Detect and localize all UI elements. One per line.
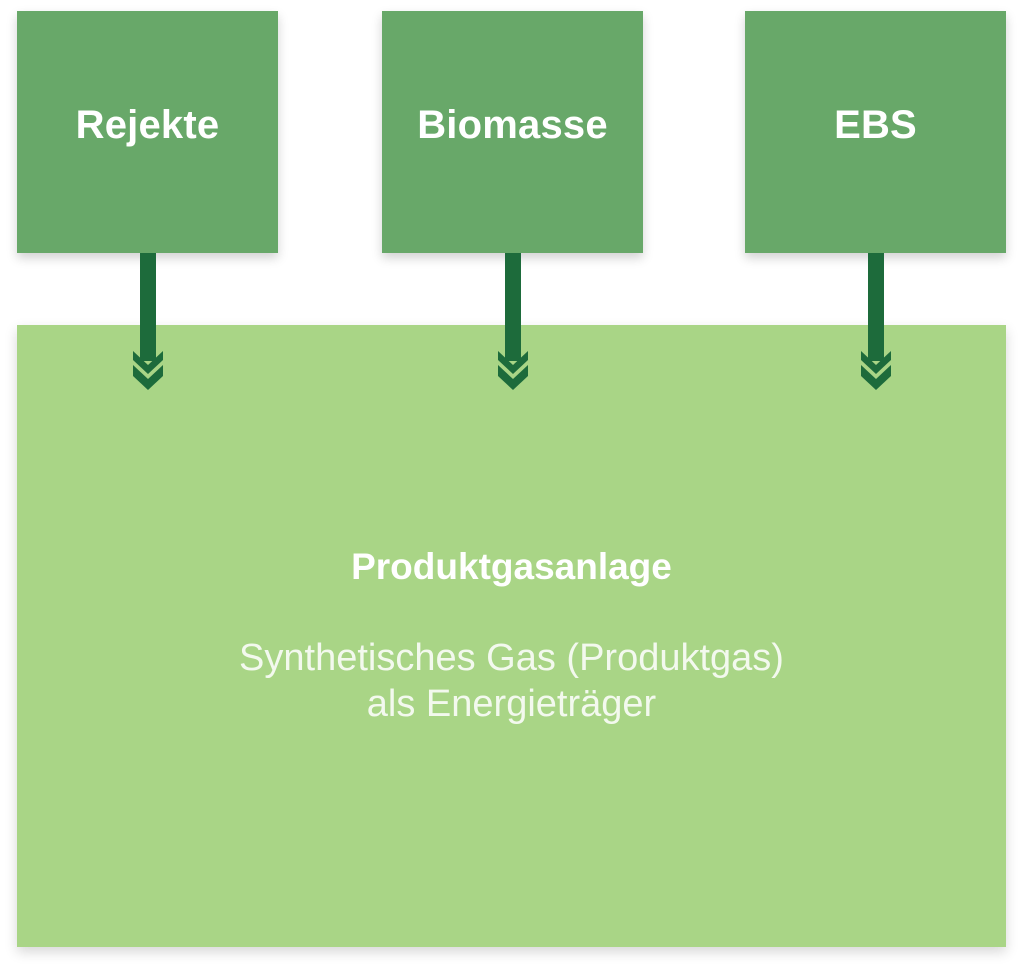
source-box-ebs: EBS: [745, 11, 1006, 253]
double-chevron-down-icon: [133, 351, 163, 374]
source-label-ebs: EBS: [834, 103, 917, 147]
main-subtitle-line-1: Synthetisches Gas (Produktgas): [239, 637, 784, 679]
produktgasanlage-box: Produktgasanlage Synthetisches Gas (Prod…: [17, 325, 1006, 947]
double-chevron-down-icon: [498, 365, 528, 390]
main-subtitle: Synthetisches Gas (Produktgas) als Energ…: [17, 635, 1006, 727]
source-label-biomasse: Biomasse: [417, 103, 608, 147]
arrow-shaft: [868, 253, 884, 361]
source-box-biomasse: Biomasse: [382, 11, 643, 253]
arrow-shaft: [505, 253, 521, 361]
arrow-rejekte-to-produktgasanlage: [133, 253, 163, 390]
main-title: Produktgasanlage: [351, 546, 672, 587]
double-chevron-down-icon: [498, 351, 528, 374]
arrow-biomasse-to-produktgasanlage: [498, 253, 528, 390]
source-label-rejekte: Rejekte: [75, 103, 220, 147]
arrow-shaft: [140, 253, 156, 361]
double-chevron-down-icon: [861, 351, 891, 374]
arrow-ebs-to-produktgasanlage: [861, 253, 891, 390]
source-box-rejekte: Rejekte: [17, 11, 278, 253]
double-chevron-down-icon: [133, 365, 163, 390]
double-chevron-down-icon: [861, 365, 891, 390]
main-subtitle-line-2: als Energieträger: [366, 683, 657, 725]
